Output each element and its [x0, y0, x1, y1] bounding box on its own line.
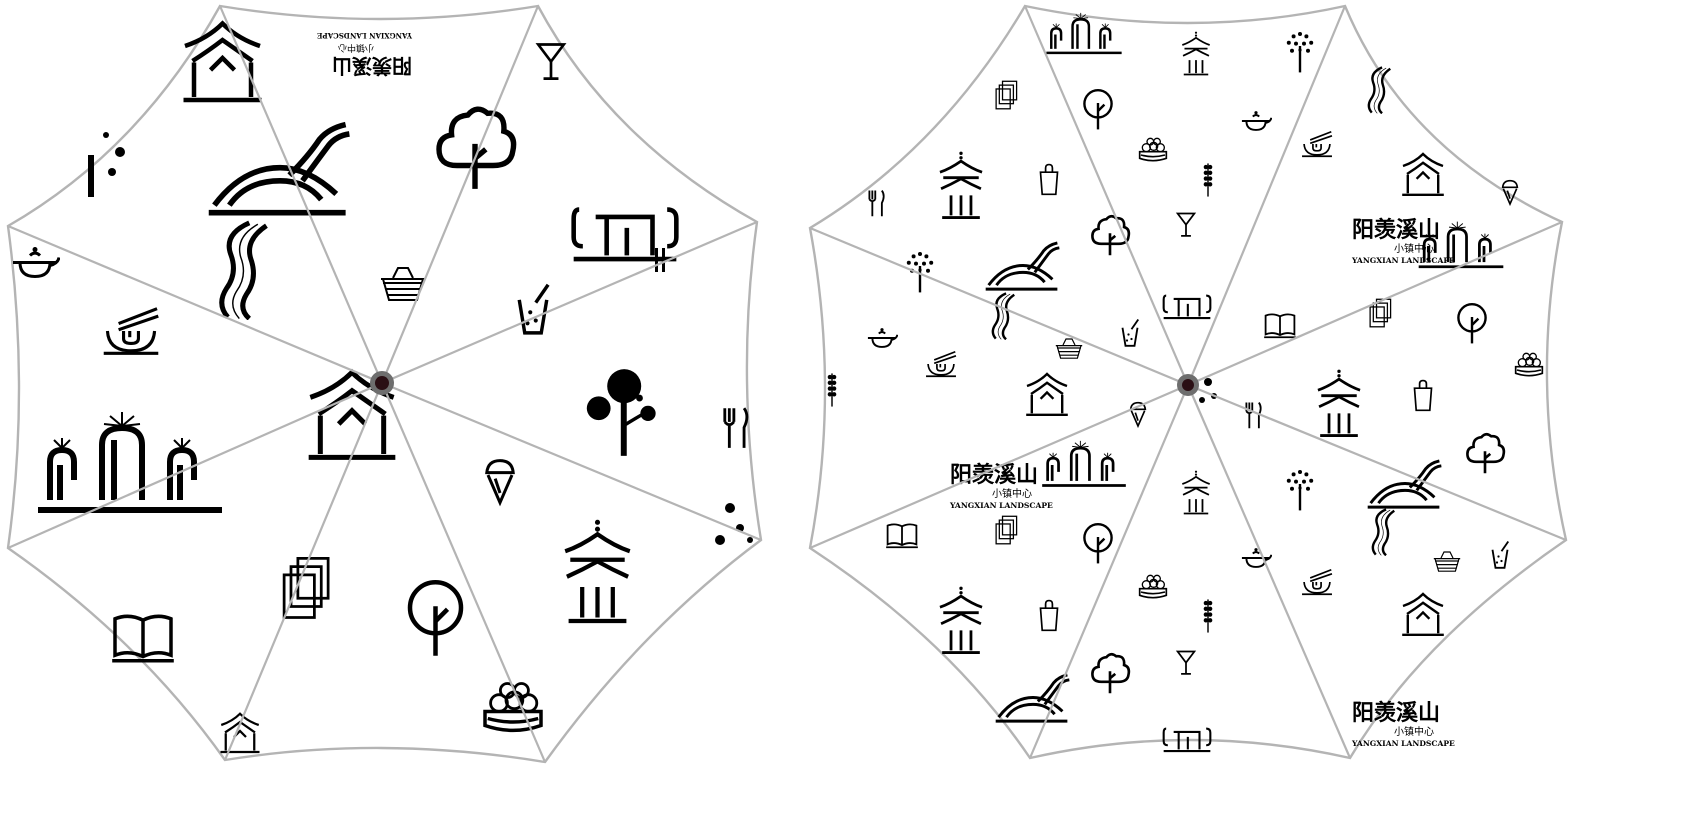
brand-subtitle-cn: 小镇中心	[992, 487, 1032, 500]
brand-subtitle-cn: 小镇中心	[1394, 242, 1434, 255]
brand-subtitle-cn: 小镇中心	[1394, 725, 1434, 738]
brand-subtitle-cn: 小镇中心	[338, 42, 374, 54]
umbrella-large-ribs	[7, 5, 762, 763]
brand-name-cn: 阳羡溪山	[1352, 217, 1440, 243]
pattern-icons-large	[11, 24, 753, 754]
brand-name-en: YANGXIAN LANDSCAPE	[1351, 256, 1455, 265]
umbrella-small-hub	[1177, 374, 1199, 396]
umbrella-small: 阳羡溪山 小镇中心 YANGXIAN LANDSCAPE 阳羡溪山 小镇中心 Y…	[808, 4, 1568, 760]
umbrella-large: 阳羡溪山 小镇中心 YANGXIAN LANDSCAPE	[6, 4, 763, 764]
brand-name-cn: 阳羡溪山	[1352, 700, 1440, 726]
brand-name-en: YANGXIAN LANDSCAPE	[1351, 739, 1455, 748]
umbrella-small-ribs	[809, 5, 1567, 759]
brand-name-cn: 阳羡溪山	[950, 462, 1038, 488]
brand-logo: 阳羡溪山 小镇中心 YANGXIAN LANDSCAPE	[949, 462, 1053, 510]
brand-logo-inverted: 阳羡溪山 小镇中心 YANGXIAN LANDSCAPE	[317, 31, 413, 78]
umbrella-large-hub	[370, 371, 394, 395]
dot-cluster	[88, 132, 753, 545]
brand-logo: 阳羡溪山 小镇中心 YANGXIAN LANDSCAPE	[1351, 217, 1455, 265]
brand-name-en: YANGXIAN LANDSCAPE	[949, 501, 1053, 510]
brand-name-cn: 阳羡溪山	[332, 54, 412, 78]
brand-name-en: YANGXIAN LANDSCAPE	[317, 31, 413, 40]
brand-logo: 阳羡溪山 小镇中心 YANGXIAN LANDSCAPE	[1351, 700, 1455, 748]
